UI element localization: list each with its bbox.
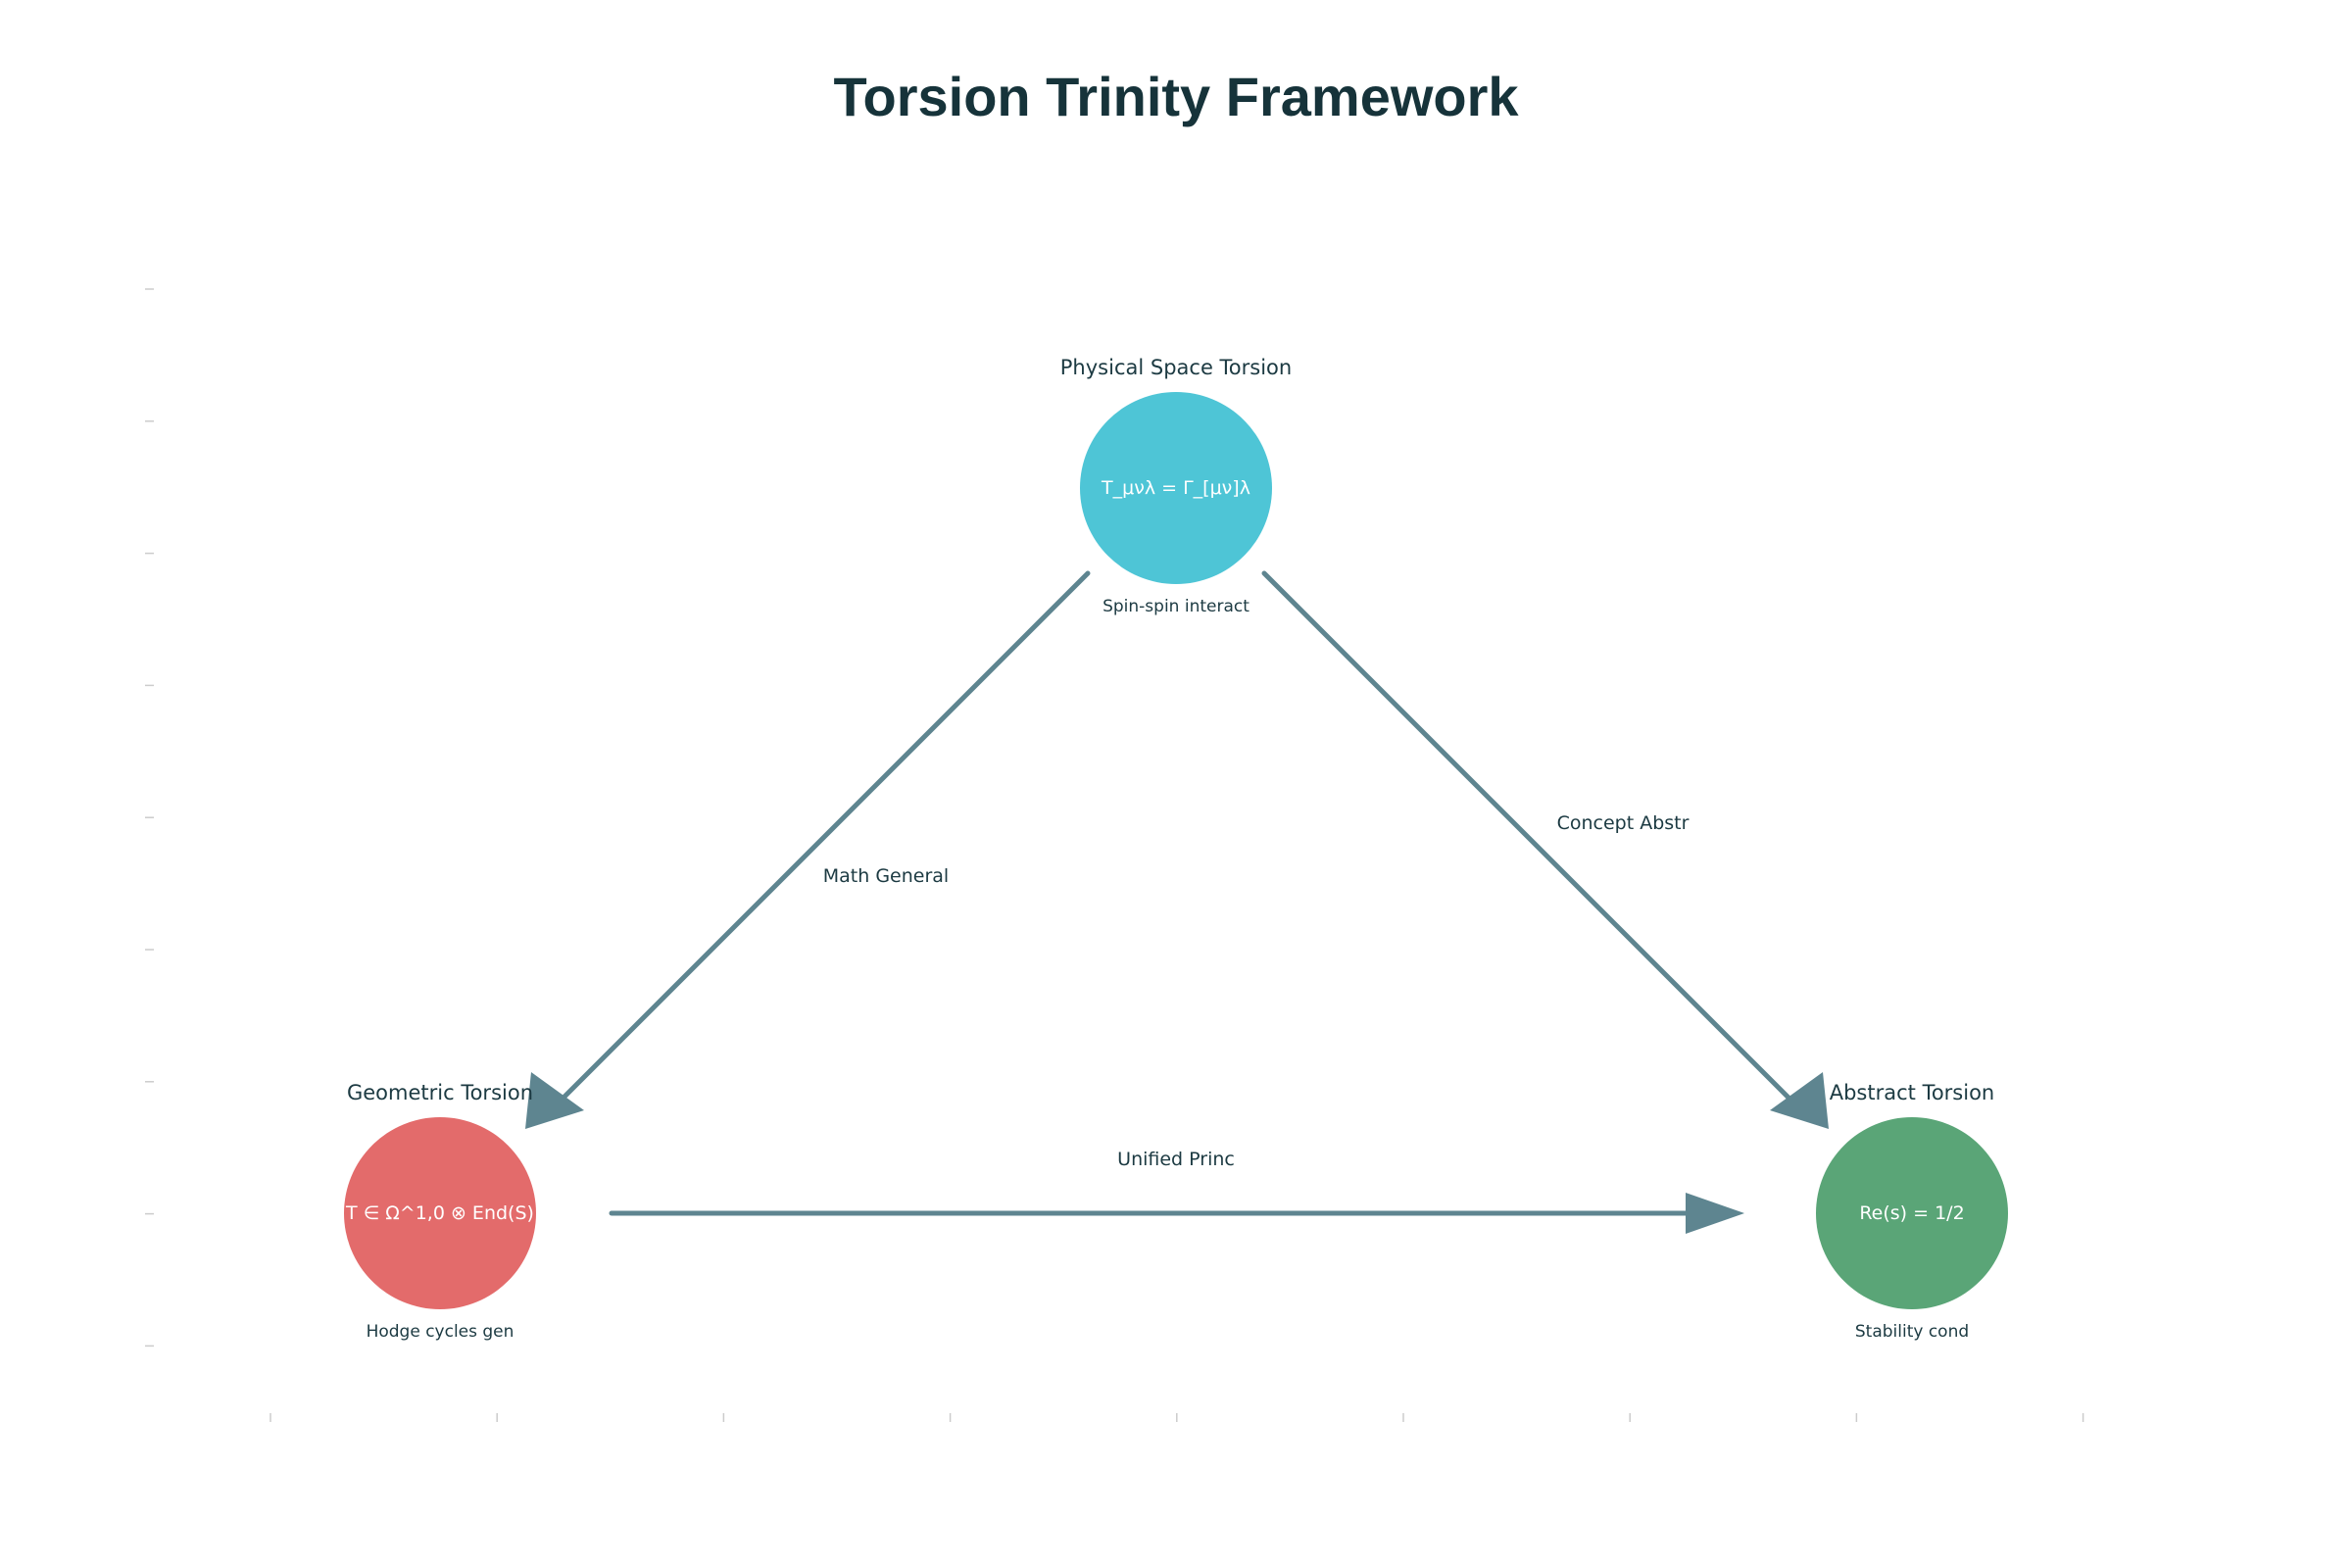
edge-physical-to-abstract: Concept Abstr: [1261, 570, 1829, 1129]
node-abstract-torsion[interactable]: Abstract Torsion Re(s) = 1/2 Stability c…: [1816, 1081, 2008, 1342]
node-physical-space-torsion[interactable]: Physical Space Torsion T_μνλ = Γ_[μν]λ S…: [1060, 356, 1292, 616]
node-title: Geometric Torsion: [347, 1081, 533, 1104]
edge-geometric-to-abstract: Unified Princ: [609, 1149, 1744, 1234]
y-axis-ticks: [145, 288, 154, 1348]
node-description: Hodge cycles gen: [367, 1322, 514, 1342]
arrowhead-icon: [1770, 1072, 1829, 1129]
node-formula: T_μνλ = Γ_[μν]λ: [1101, 477, 1250, 499]
edge-physical-to-geometric: Math General: [525, 570, 1091, 1129]
edge-label: Unified Princ: [1117, 1149, 1235, 1170]
edge-label: Concept Abstr: [1557, 812, 1690, 834]
edge-label: Math General: [823, 865, 949, 887]
node-circle[interactable]: [344, 1117, 536, 1309]
arrowhead-icon: [1686, 1193, 1744, 1234]
node-description: Stability cond: [1855, 1322, 1969, 1342]
node-circle[interactable]: [1080, 392, 1272, 584]
node-formula: Re(s) = 1/2: [1859, 1202, 1964, 1224]
node-title: Abstract Torsion: [1830, 1081, 1995, 1104]
edge-line: [554, 570, 1091, 1107]
edge-line: [1261, 570, 1798, 1107]
node-geometric-torsion[interactable]: Geometric Torsion T ∈ Ω^1,0 ⊗ End(S) Hod…: [344, 1081, 536, 1342]
page-title: Torsion Trinity Framework: [833, 66, 1519, 127]
node-title: Physical Space Torsion: [1060, 356, 1292, 379]
arrowhead-icon: [525, 1072, 584, 1129]
node-description: Spin-spin interact: [1102, 597, 1250, 616]
x-axis-ticks: [270, 1413, 2084, 1422]
node-formula: T ∈ Ω^1,0 ⊗ End(S): [345, 1202, 534, 1224]
node-circle[interactable]: [1816, 1117, 2008, 1309]
